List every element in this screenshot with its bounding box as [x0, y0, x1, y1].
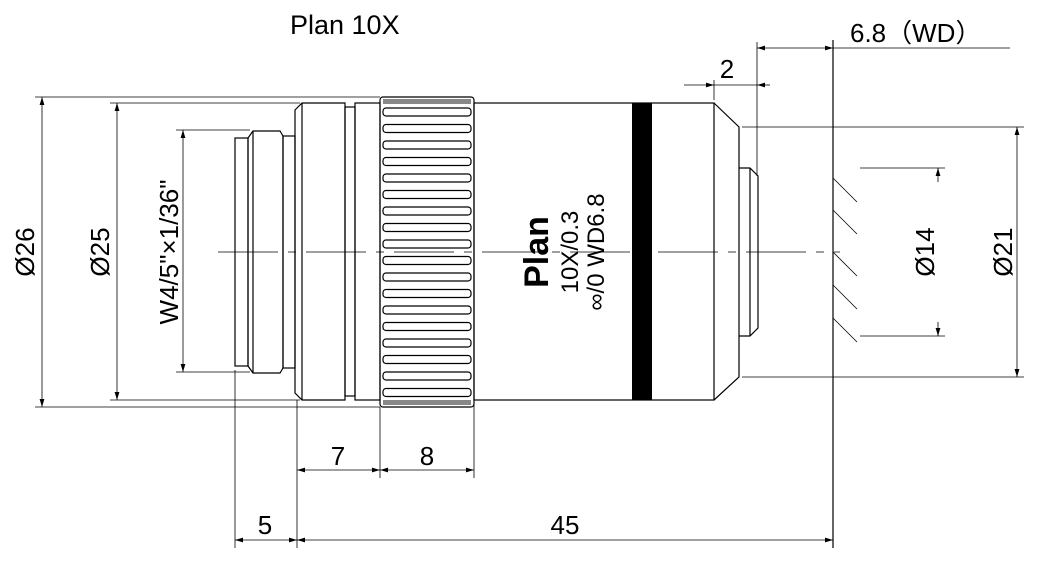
- dim-knurl: 8: [420, 441, 434, 471]
- extension-lines: [35, 42, 1024, 548]
- magnification-color-band: [632, 103, 652, 400]
- engraving: Plan 10X/0.3 ∞/0 WD6.8: [518, 193, 610, 310]
- dim-parfocal-length: 45: [551, 510, 580, 540]
- dim-diameter-26: Ø26: [10, 227, 40, 276]
- knurl-rib: [382, 222, 472, 233]
- dim-working-distance: 6.8（WD）: [850, 18, 981, 48]
- sample-plane: [832, 40, 858, 548]
- drawing-title: Plan 10X: [290, 10, 400, 40]
- knurl-rib: [382, 123, 472, 134]
- knurl-rib: [382, 272, 472, 282]
- knurl-rib: [382, 387, 472, 398]
- knurl-rib: [382, 140, 472, 150]
- knurl-rib: [382, 305, 472, 315]
- engraving-mag-na: 10X/0.3: [557, 211, 584, 294]
- dim-diameter-14: Ø14: [910, 227, 940, 276]
- knurl-rib: [382, 206, 472, 216]
- dimension-lines: [39, 45, 1020, 543]
- dim-diameter-21: Ø21: [988, 227, 1018, 276]
- dim-collar: 7: [331, 441, 345, 471]
- engraving-plan: Plan: [518, 216, 556, 288]
- knurl-rib: [382, 173, 472, 183]
- objective-body: [473, 102, 759, 401]
- knurl-rib: [382, 338, 472, 348]
- dim-front-length: 2: [720, 54, 734, 84]
- knurled-ring: [379, 96, 475, 408]
- collar: [294, 102, 381, 401]
- dim-diameter-25: Ø25: [85, 227, 115, 276]
- knurl-rib: [382, 288, 472, 299]
- knurl-rib: [382, 255, 472, 266]
- knurl-rib: [382, 107, 472, 117]
- knurl-rib: [382, 321, 472, 332]
- dim-thread: W4/5"×1/36": [154, 180, 184, 325]
- engraving-wd: ∞/0 WD6.8: [583, 193, 610, 310]
- dim-thread-length: 5: [258, 510, 272, 540]
- knurl-rib: [382, 156, 472, 167]
- knurl-rib: [382, 189, 472, 200]
- knurl-rib: [382, 371, 472, 381]
- knurl-rib: [382, 354, 472, 365]
- knurl-rib: [382, 239, 472, 249]
